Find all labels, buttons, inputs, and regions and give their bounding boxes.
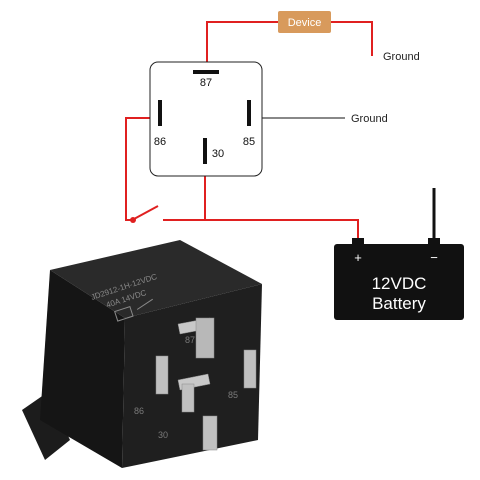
pin-30-label: 30	[212, 148, 224, 160]
relay-schematic: 87 86 85 30	[149, 61, 263, 177]
pin-87-label: 87	[200, 77, 212, 89]
photo-pin-label-1: 85	[228, 390, 238, 400]
wires	[125, 21, 436, 240]
photo-pin-label-2: 86	[134, 406, 144, 416]
pin-86-blade	[155, 355, 169, 395]
pin-30-mark	[203, 138, 207, 164]
device-ground-label: Ground	[383, 51, 420, 63]
battery-minus: −	[430, 250, 438, 265]
battery-label: Battery	[372, 294, 426, 313]
pin-85-blade	[243, 349, 257, 389]
wire-86-to-switch	[125, 117, 150, 221]
relay-front-face	[122, 284, 262, 468]
pin-85-label: 85	[243, 136, 255, 148]
wire-87-to-device	[206, 21, 280, 62]
pin-86-mark	[158, 100, 162, 126]
battery: + − 12VDC Battery	[334, 238, 464, 320]
relay-left-face	[40, 270, 125, 468]
pin-86-label: 86	[154, 136, 166, 148]
photo-pin-label-0: 87	[185, 335, 195, 345]
battery-voltage: 12VDC	[372, 274, 427, 293]
pin-87-mark	[193, 70, 219, 74]
relay-photo: JD2912-1H-12VDC 40A 14VDC 87 85 86 30	[22, 240, 262, 468]
battery-plus: +	[354, 250, 362, 265]
photo-pin-label-3: 30	[158, 430, 168, 440]
switch-icon	[130, 205, 159, 223]
pin85-ground-label: Ground	[351, 113, 388, 125]
device-box: Device	[278, 11, 331, 33]
pin-85-mark	[247, 100, 251, 126]
wire-device-to-ground	[330, 21, 373, 56]
relay-top-face	[50, 240, 262, 318]
wire-switch-to-battery	[163, 219, 359, 240]
relay-pins	[155, 317, 257, 451]
device-label: Device	[288, 17, 322, 29]
